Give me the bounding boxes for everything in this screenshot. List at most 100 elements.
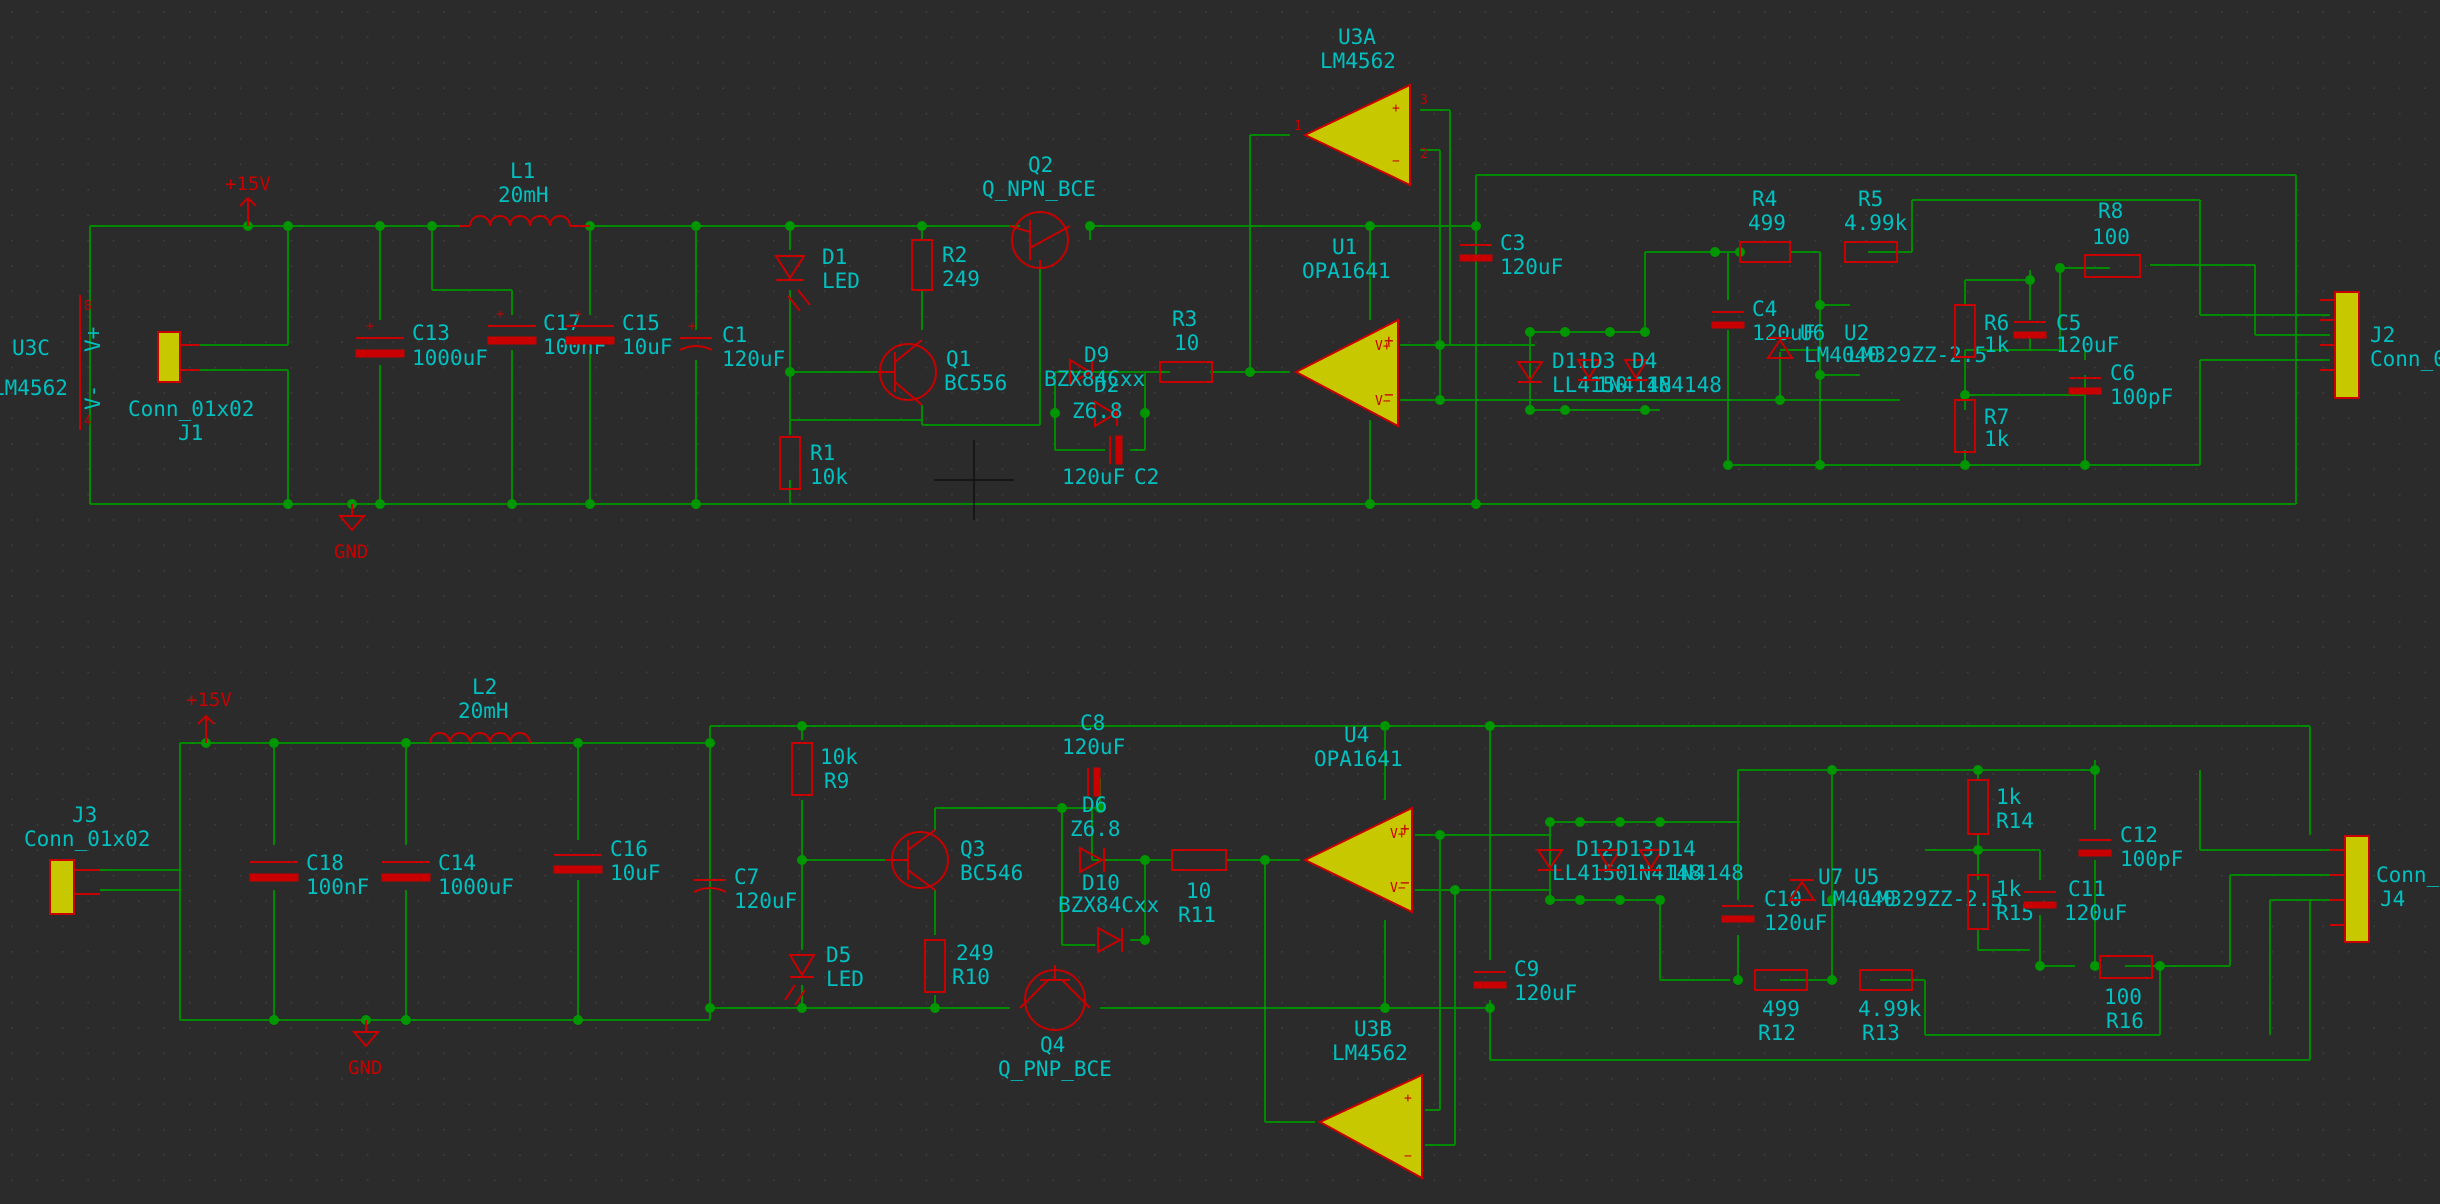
j4-connector[interactable] [2330,835,2370,943]
c5-capacitor[interactable] [2013,321,2047,339]
d5-led[interactable] [784,954,816,1006]
u3c-value: LM4562 [0,376,68,400]
d10-ref: D10 [1082,871,1120,895]
d3-value: 1N4148 [1596,373,1672,397]
c18-capacitor[interactable] [249,861,299,882]
r8-resistor[interactable] [2084,254,2141,278]
d9-zener[interactable] [1069,358,1093,386]
c10-value: 120uF [1764,911,1827,935]
r13-resistor[interactable] [1859,969,1913,991]
power-15v-top[interactable]: +15V [225,173,271,226]
r11-resistor[interactable] [1171,849,1227,871]
c18-value: 100nF [306,875,369,899]
d14-value: 1N4148 [1668,861,1744,885]
q1-transistor[interactable] [878,339,937,406]
r1-resistor[interactable] [779,436,801,490]
d4-value: 1N4148 [1646,373,1722,397]
junctions [201,221,2165,1025]
c14-capacitor[interactable] [381,861,431,882]
d13-value: 1N4148 [1626,861,1702,885]
r4-resistor[interactable] [1739,241,1791,263]
u3b-opamp[interactable]: +− [1317,1073,1423,1180]
c4-ref: C4 [1752,297,1777,321]
d10-value: BZX84Cxx [1058,893,1159,917]
c3-ref: C3 [1500,231,1525,255]
c4-capacitor[interactable] [1711,311,1745,329]
u7-reference[interactable] [1788,879,1816,901]
r4-value: 499 [1748,211,1786,235]
c9-capacitor[interactable] [1473,971,1507,989]
c11-ref: C11 [2068,877,2106,901]
c9-ref: C9 [1514,957,1539,981]
c6-capacitor[interactable] [2068,377,2102,395]
u3c-power-unit[interactable]: 84 V+ V- [79,295,105,430]
d2-zener[interactable] [1094,400,1118,428]
c16-capacitor[interactable] [553,854,603,874]
j1-connector[interactable] [157,331,200,383]
gnd-top[interactable]: GND [334,504,368,563]
c2-capacitor[interactable] [1109,435,1123,465]
c18-ref: C18 [306,851,344,875]
r7-resistor[interactable] [1954,399,1976,453]
d14-diode[interactable] [1638,849,1664,871]
c13-capacitor[interactable]: + [355,319,405,358]
c4-value: 120uF [1752,321,1815,345]
u6-reference[interactable] [1766,337,1794,359]
d1-ref: D1 [822,245,847,269]
d4-diode[interactable] [1623,359,1649,381]
q2-transistor[interactable] [1009,211,1071,269]
c15-capacitor[interactable]: + [565,307,615,345]
j1-ref: J1 [178,421,203,445]
c1-capacitor[interactable]: + [679,319,713,351]
c7-capacitor[interactable] [693,879,727,893]
r3-resistor[interactable] [1159,361,1213,383]
gnd-bottom[interactable]: GND [348,1020,382,1079]
r14-resistor[interactable] [1967,779,1989,835]
r13-ref: R13 [1862,1021,1900,1045]
d1-led[interactable] [774,255,811,312]
c8-capacitor[interactable] [1087,767,1101,797]
j2-connector[interactable] [2320,291,2360,399]
r14-ref: R14 [1996,809,2034,833]
j2-value: Conn_01x04 [2370,347,2440,371]
d12-diode[interactable] [1536,849,1564,871]
d3-diode[interactable] [1576,359,1602,381]
j3-connector[interactable] [49,859,100,915]
q3-transistor[interactable] [885,829,949,891]
c16-ref: C16 [610,837,648,861]
d6-zener[interactable] [1079,846,1105,874]
c6-value: 100pF [2110,385,2173,409]
r14-value: 1k [1996,785,2022,809]
r12-resistor[interactable] [1754,969,1808,991]
c2-value: 120uF [1062,465,1125,489]
r10-resistor[interactable] [924,939,946,993]
u1-opamp[interactable]: V+V− +− [1293,318,1399,428]
r7-ref: R7 [1984,405,2009,429]
c17-capacitor[interactable]: + [487,307,537,345]
u1-value: OPA1641 [1302,259,1391,283]
d11-diode[interactable] [1516,361,1544,383]
l1-inductor[interactable] [460,215,590,227]
c11-capacitor[interactable] [2023,891,2057,909]
c12-capacitor[interactable] [2078,839,2112,857]
r6-resistor[interactable] [1954,304,1976,358]
u4-opamp[interactable]: V+V− +− [1302,806,1413,914]
r9-resistor[interactable] [791,742,813,796]
d13-diode[interactable] [1596,849,1622,871]
q4-transistor[interactable] [1019,965,1091,1031]
c3-capacitor[interactable] [1459,244,1493,262]
r5-resistor[interactable] [1844,241,1898,263]
r16-resistor[interactable] [2099,955,2153,979]
c7-value: 120uF [734,889,797,913]
d10-zener[interactable] [1097,926,1123,954]
c10-capacitor[interactable] [1721,905,1755,923]
u3b-ref: U3B [1354,1017,1392,1041]
r15-resistor[interactable] [1967,874,1989,930]
l2-inductor[interactable] [429,732,531,744]
r2-resistor[interactable] [911,239,933,291]
u3a-opamp[interactable]: +− 132 [1294,83,1428,187]
r9-value: 10k [820,745,858,769]
q4-ref: Q4 [1040,1033,1065,1057]
power-15v-bottom[interactable]: +15V [186,689,232,743]
